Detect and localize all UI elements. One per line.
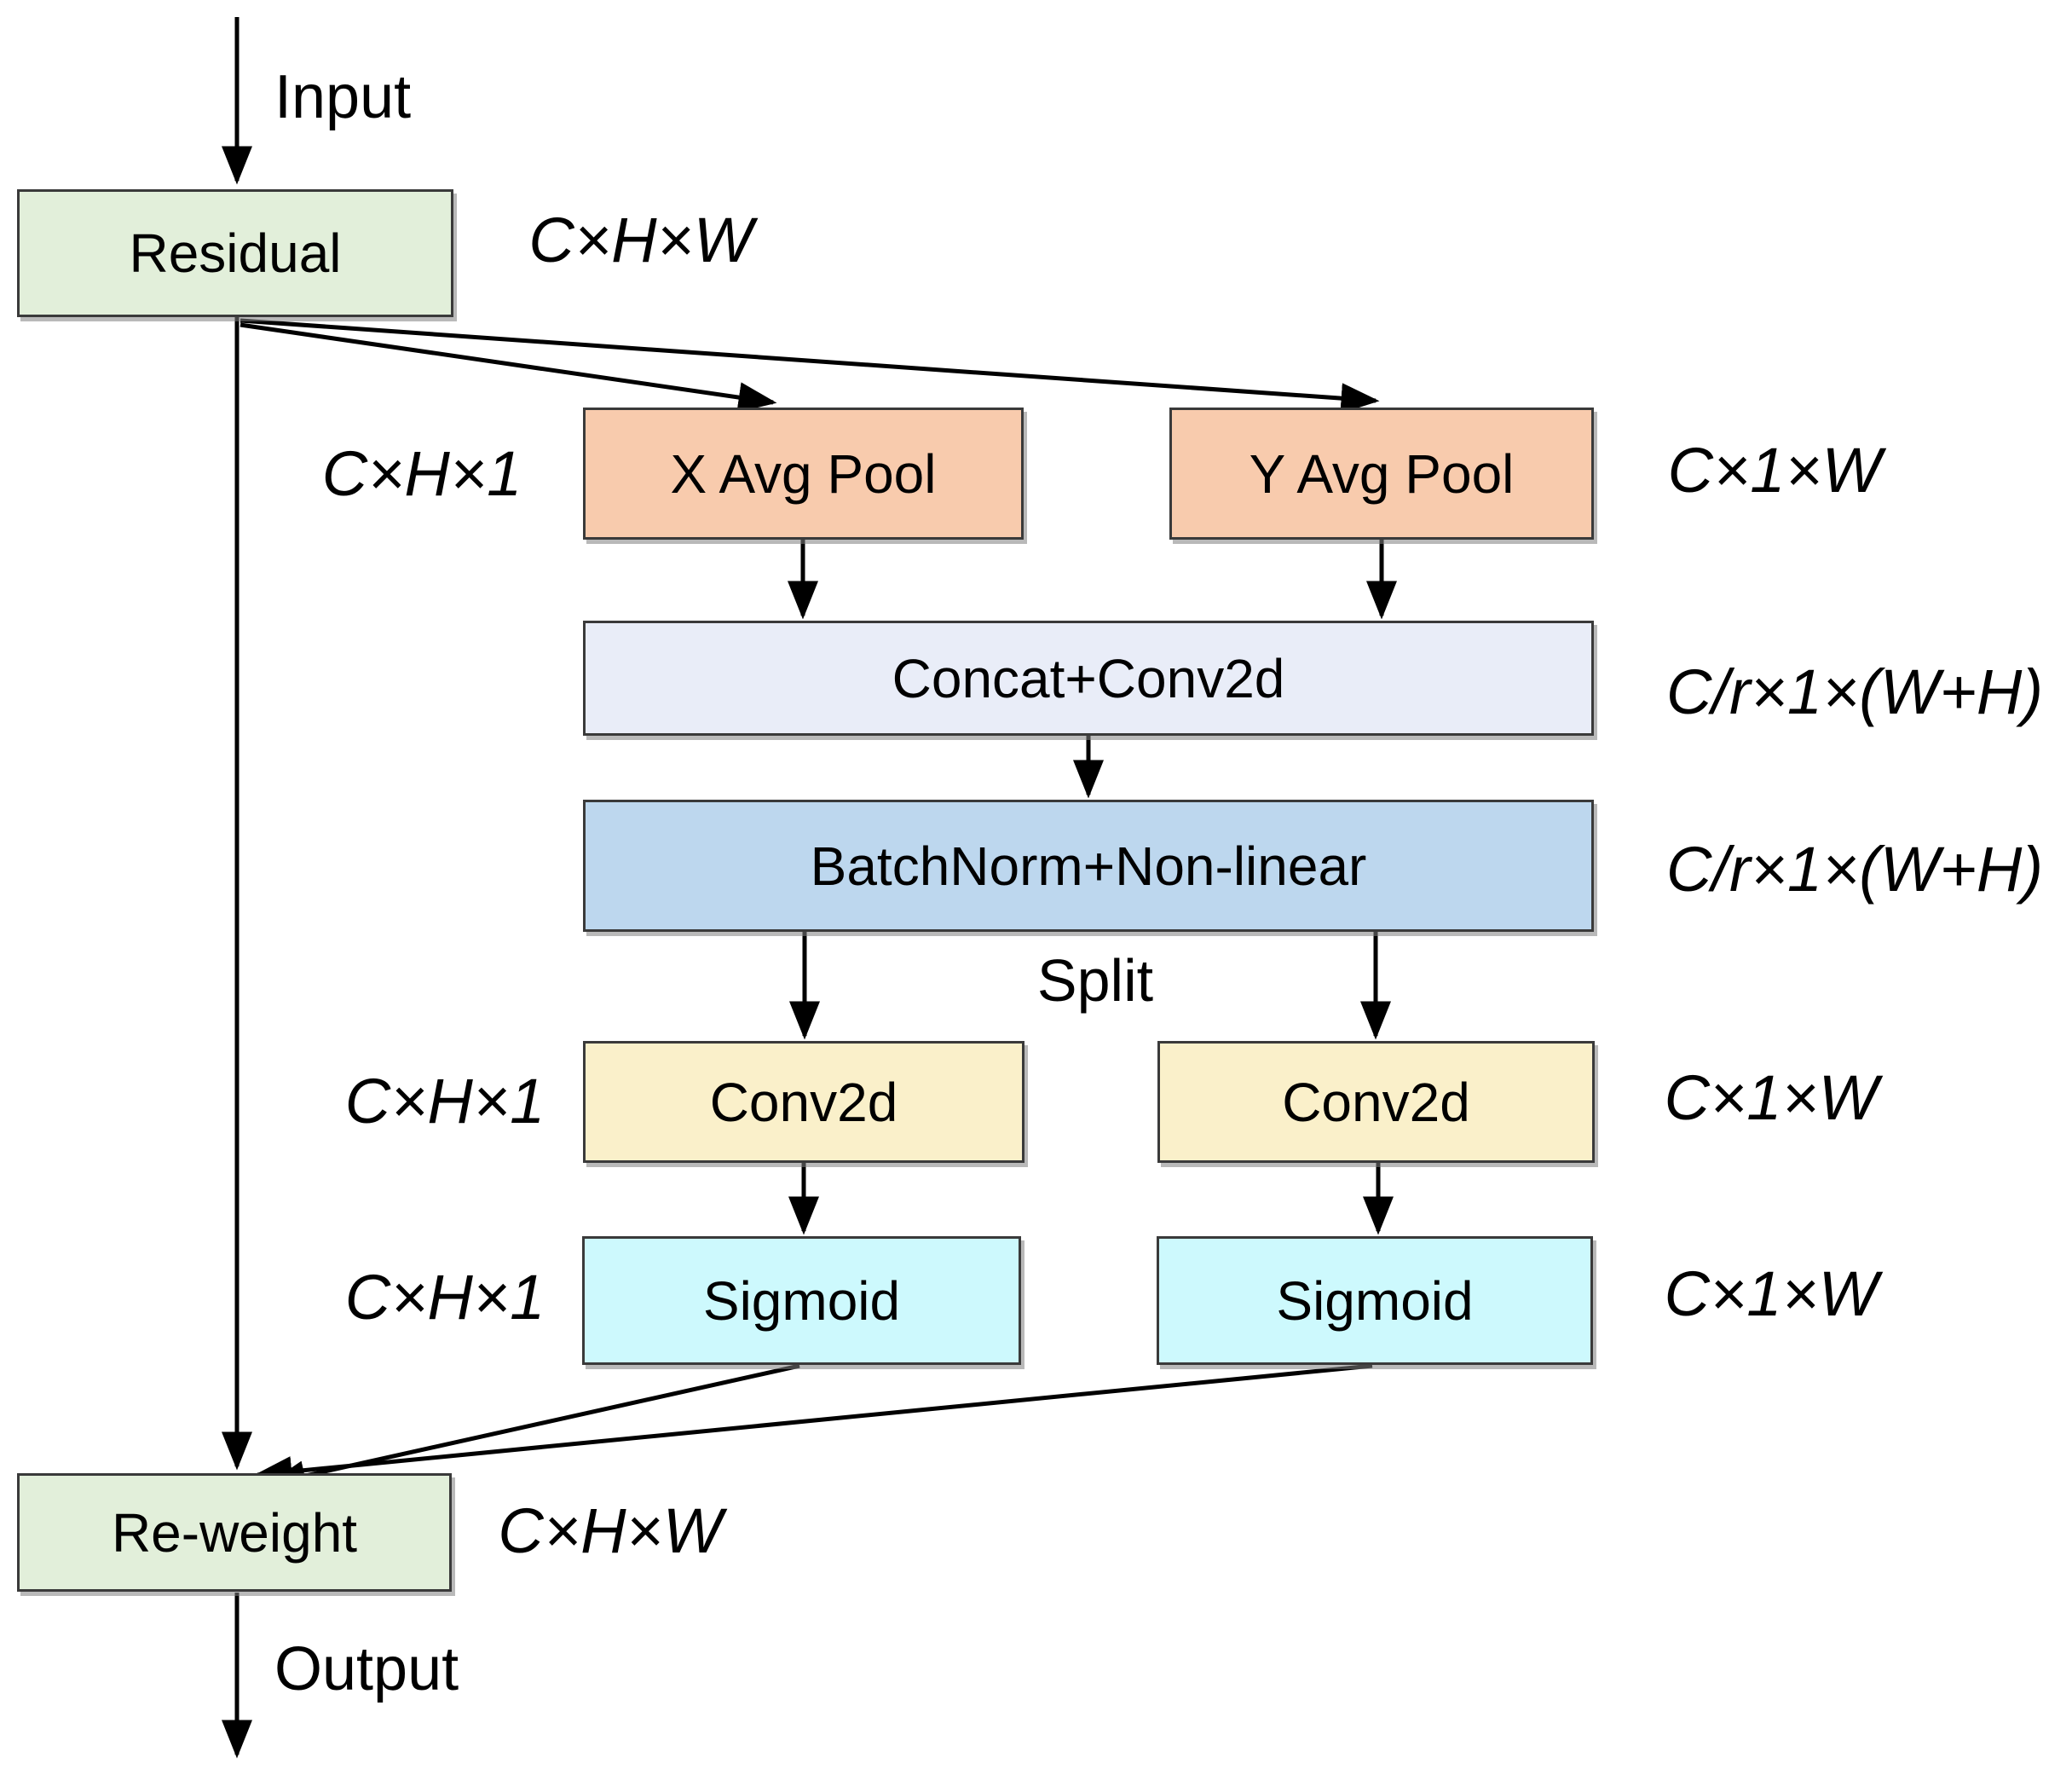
output-label: Output	[274, 1635, 459, 1703]
edge-residual-to-y-avg-pool	[240, 318, 1380, 414]
node-sigmoid-y: Sigmoid	[1157, 1236, 1593, 1365]
node-conv2d-y-label: Conv2d	[1282, 1071, 1470, 1133]
edge-sigmoid-y-to-reweight	[253, 1363, 1373, 1487]
node-x-avg-pool-label: X Avg Pool	[670, 442, 937, 505]
node-x-avg-pool: X Avg Pool	[583, 408, 1024, 540]
node-conv2d-y: Conv2d	[1157, 1041, 1595, 1163]
dim-sigmoid-y: C×1×W	[1664, 1258, 1879, 1329]
node-sigmoid-x: Sigmoid	[582, 1236, 1021, 1365]
node-y-avg-pool-label: Y Avg Pool	[1249, 442, 1515, 505]
dim-residual: C×H×W	[528, 205, 753, 275]
node-residual-label: Residual	[129, 223, 342, 284]
node-sigmoid-x-label: Sigmoid	[702, 1269, 901, 1332]
node-residual: Residual	[17, 189, 453, 317]
dim-reweight: C×H×W	[498, 1495, 723, 1566]
dim-sigmoid-x: C×H×1	[344, 1262, 545, 1333]
dim-x-avg-pool: C×H×1	[321, 438, 522, 509]
node-conv2d-x-label: Conv2d	[709, 1071, 898, 1133]
node-batchnorm-nonlinear: BatchNorm+Non-linear	[583, 800, 1594, 932]
dim-conv2d-x: C×H×1	[344, 1066, 545, 1136]
dim-conv2d-y: C×1×W	[1664, 1062, 1879, 1133]
node-concat-conv2d: Concat+Conv2d	[583, 621, 1594, 736]
node-y-avg-pool: Y Avg Pool	[1169, 408, 1594, 540]
dim-batchnorm-nonlinear: C/r×1×(W+H)	[1665, 834, 2044, 905]
edge-sigmoid-x-to-reweight	[267, 1363, 800, 1491]
node-reweight-label: Re-weight	[111, 1501, 358, 1564]
input-label: Input	[274, 63, 412, 131]
edge-residual-to-x-avg-pool	[240, 322, 777, 413]
split-label: Split	[1036, 947, 1154, 1014]
node-reweight: Re-weight	[17, 1473, 452, 1592]
node-sigmoid-y-label: Sigmoid	[1276, 1269, 1474, 1332]
dim-concat-conv2d: C/r×1×(W+H)	[1665, 656, 2044, 727]
node-batchnorm-nonlinear-label: BatchNorm+Non-linear	[810, 835, 1367, 897]
dim-y-avg-pool: C×1×W	[1667, 435, 1882, 506]
node-conv2d-x: Conv2d	[583, 1041, 1024, 1163]
node-concat-conv2d-label: Concat+Conv2d	[892, 647, 1285, 709]
